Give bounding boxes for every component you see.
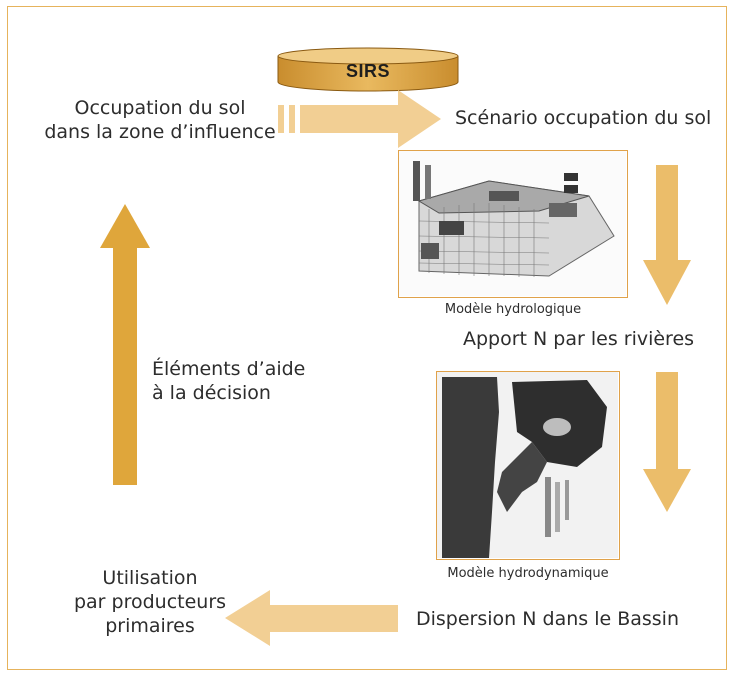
- decision-line-2: à la décision: [152, 382, 271, 404]
- scenario-label: Scénario occupation du sol: [455, 107, 712, 129]
- hydrological-model-image: [399, 151, 626, 296]
- hydrodynamic-model-thumbnail: [436, 371, 620, 560]
- sirs-database-icon: [277, 47, 459, 92]
- hydrodynamic-model-caption: Modèle hydrodynamique: [447, 566, 609, 581]
- land-use-line-1: Occupation du sol: [74, 97, 246, 119]
- hydrological-model-caption: Modèle hydrologique: [444, 302, 582, 317]
- arrow-dispersion-to-usage: [225, 590, 398, 646]
- sirs-label: SIRS: [345, 61, 390, 81]
- usage-line-2: par producteurs: [73, 591, 227, 613]
- land-use-line-2: dans la zone d’influence: [44, 121, 276, 143]
- usage-line-3: primaires: [105, 615, 195, 637]
- hydrological-model-thumbnail: [398, 150, 628, 298]
- arrow-down-scenario-to-hydro: [643, 165, 691, 305]
- river-input-label: Apport N par les rivières: [463, 328, 695, 350]
- arrow-down-rivers-to-dispersion: [643, 372, 691, 512]
- decision-line-1: Éléments d’aide: [152, 358, 306, 380]
- hydrodynamic-model-image: [437, 372, 618, 558]
- diagram-frame: [7, 6, 727, 670]
- usage-line-1: Utilisation: [102, 567, 198, 589]
- decision-label: Éléments d’aide à la décision: [152, 357, 305, 405]
- land-use-label: Occupation du sol dans la zone d’influen…: [40, 96, 280, 144]
- usage-label: Utilisation par producteurs primaires: [60, 566, 240, 638]
- arrow-up-decision: [100, 204, 150, 485]
- dispersion-label: Dispersion N dans le Bassin: [416, 608, 679, 630]
- arrow-land-use-to-scenario: [278, 90, 441, 148]
